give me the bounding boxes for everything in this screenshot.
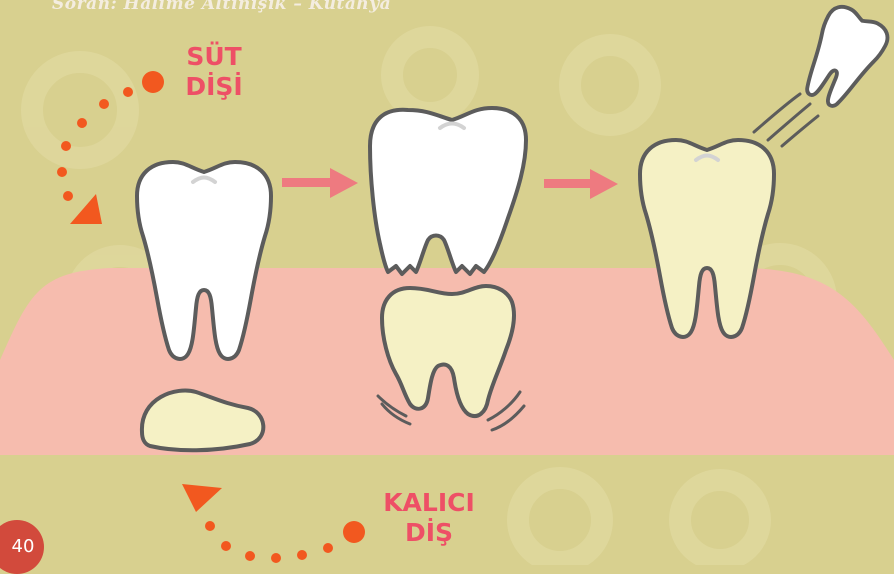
- permanent-tooth-label-line1: KALICI: [374, 488, 484, 518]
- primary-tooth-label: SÜT DİŞİ: [174, 42, 254, 102]
- falling-primary-tooth: [792, 1, 893, 115]
- permanent-tooth-dotted-arrow: [182, 484, 365, 563]
- permanent-tooth-label-line2: DİŞ: [374, 518, 484, 548]
- page-number: 40: [0, 520, 34, 574]
- primary-tooth-label-line1: SÜT: [174, 42, 254, 72]
- credit-line: Soran: Halime Altınışık – Kütahya: [52, 0, 391, 14]
- primary-tooth-label-line2: DİŞİ: [174, 72, 254, 102]
- motion-lines: [754, 94, 818, 146]
- loosening-primary-tooth: [370, 108, 526, 274]
- progress-arrow-2: [544, 169, 618, 199]
- progress-arrow-1: [282, 168, 358, 198]
- permanent-tooth-label: KALICI DİŞ: [374, 488, 484, 548]
